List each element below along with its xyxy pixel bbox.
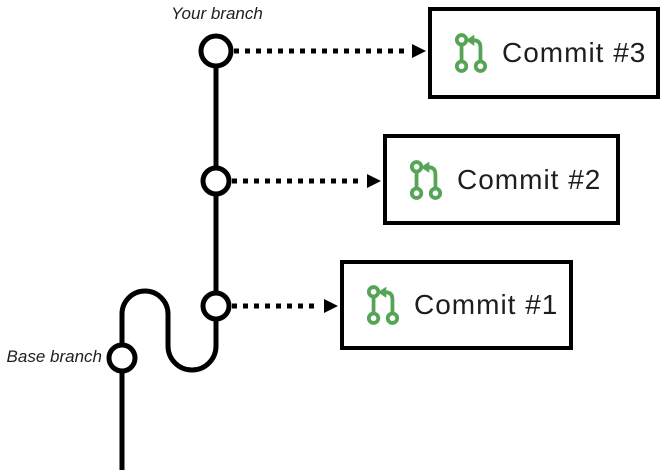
- commit-label: Commit #1: [414, 289, 559, 320]
- your-branch-label: Your branch: [171, 4, 263, 23]
- commit-3-box: Commit #3: [428, 7, 660, 99]
- commit-label: Commit #3: [502, 37, 647, 68]
- branch-path: [119, 51, 219, 470]
- commit-2-box: Commit #2: [383, 134, 620, 225]
- base-branch-node: [106, 342, 138, 374]
- commit-2-node: [200, 165, 232, 197]
- head-node: [198, 33, 234, 69]
- git-pull-request-icon: [454, 33, 488, 73]
- commit-1-node: [200, 290, 232, 322]
- git-pull-request-icon: [366, 285, 400, 325]
- commit-label: Commit #2: [457, 163, 602, 195]
- arrowhead-commit-2: [367, 174, 381, 188]
- git-pull-request-icon: [409, 159, 443, 200]
- base-branch-label: Base branch: [6, 347, 102, 366]
- arrowhead-commit-3: [412, 44, 426, 58]
- arrowhead-commit-1: [324, 299, 338, 313]
- commit-1-box: Commit #1: [340, 260, 573, 350]
